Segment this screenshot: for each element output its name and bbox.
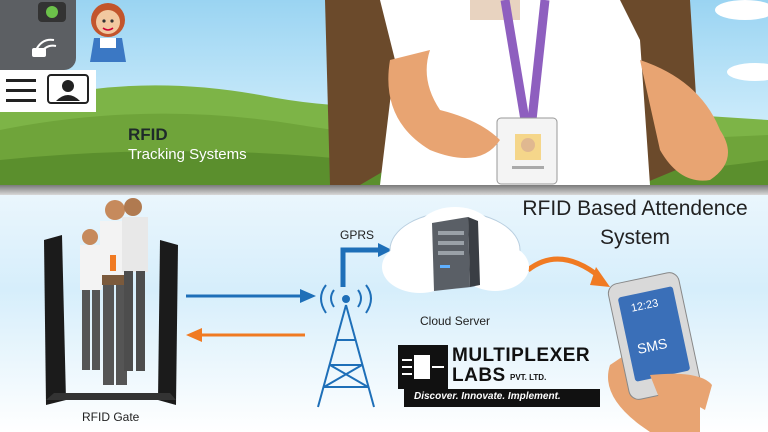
id-card-icon	[47, 74, 89, 104]
cloud-server-label: Cloud Server	[420, 314, 491, 328]
logo-tagline-bar	[404, 389, 600, 407]
rfid-reader	[0, 0, 76, 70]
logo-tagline: Discover. Innovate. Implement.	[414, 391, 561, 402]
rfid-gate-label: RFID Gate	[82, 410, 140, 424]
cloud-server	[382, 207, 529, 293]
attendance-diagram: RFID Based Attendence System GPRS Cloud …	[0, 195, 768, 432]
logo-name-line1: MULTIPLEXER	[452, 345, 591, 366]
logo-mark	[398, 345, 448, 389]
cloud-decoration	[715, 0, 768, 81]
students-figures	[80, 198, 148, 385]
diagram-graphics	[44, 198, 712, 432]
gprs-label: GPRS	[340, 228, 375, 242]
signal-arrows	[186, 243, 610, 342]
company-logo: MULTIPLEXER LABS PVT. LTD. Discover. Inn…	[398, 345, 613, 415]
menu-icon[interactable]	[4, 75, 40, 107]
top-illustration	[0, 0, 768, 185]
logo-name-line2: LABS	[452, 365, 506, 386]
server-icon	[432, 217, 480, 291]
diagram-title-line1: RFID Based Attendence	[522, 197, 748, 220]
girl-avatar-icon	[90, 3, 126, 62]
diagram-title-line2: System	[599, 226, 670, 249]
reader-indicator	[38, 2, 66, 22]
smartphone	[607, 272, 712, 432]
logo-suffix: PVT. LTD.	[510, 373, 547, 382]
tower-icon	[317, 284, 375, 408]
panel-divider	[0, 185, 768, 195]
banner-heading: RFID	[128, 125, 168, 144]
top-banner: RFID Tracking Systems	[0, 0, 768, 185]
banner-subheading: Tracking Systems	[128, 146, 247, 163]
rfid-gate	[44, 235, 178, 405]
rfid-reader-icon	[32, 38, 57, 57]
